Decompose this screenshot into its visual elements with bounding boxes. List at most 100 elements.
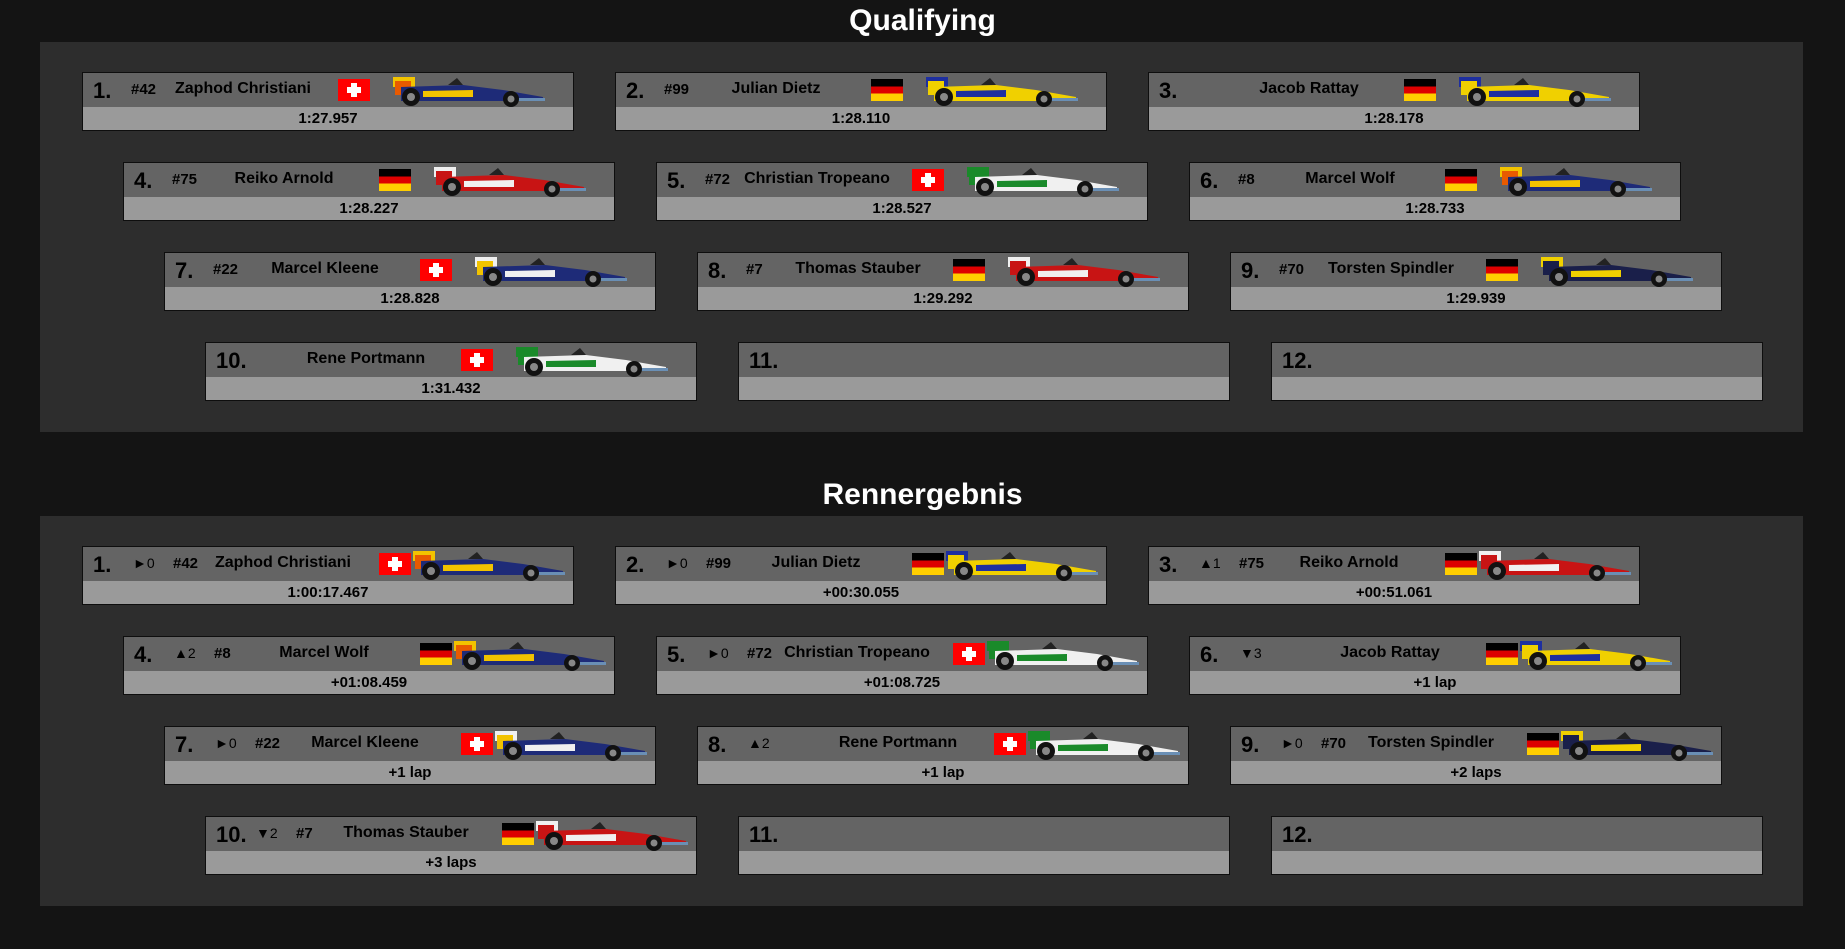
lap-time: +2 laps	[1231, 761, 1721, 784]
car-image	[1008, 253, 1163, 287]
card-header: 10.Rene Portmann	[206, 343, 696, 377]
car-number: #22	[213, 261, 239, 278]
race-car-image	[536, 821, 688, 851]
driver-name: Reiko Arnold	[1299, 554, 1399, 571]
card-header: 11.	[739, 343, 1229, 377]
swiss-flag-icon	[994, 733, 1026, 755]
car-image	[516, 343, 671, 377]
car-image	[1520, 637, 1675, 671]
race-car-image	[946, 551, 1098, 581]
position-number: 7.	[175, 732, 194, 757]
swiss-flag-icon	[338, 79, 370, 101]
position-number: 9.	[1241, 732, 1260, 757]
position-change: ▼3	[1240, 645, 1262, 661]
result-card[interactable]: 11.	[738, 816, 1230, 875]
driver-name: Zaphod Christiani	[175, 80, 311, 97]
result-card[interactable]: 12.	[1271, 816, 1763, 875]
position-number: 5.	[667, 642, 686, 667]
driver-name: Marcel Kleene	[271, 260, 379, 277]
car-number: #70	[1279, 261, 1305, 278]
swiss-flag-icon	[461, 733, 493, 755]
race-car-image	[1028, 731, 1180, 761]
lap-time: 1:00:17.467	[83, 581, 573, 604]
result-card[interactable]: 11.	[738, 342, 1230, 401]
position-number: 12.	[1282, 822, 1313, 847]
race-car-image	[516, 347, 668, 377]
car-image	[495, 727, 650, 761]
car-image	[536, 817, 691, 851]
car-number: #42	[131, 81, 157, 98]
driver-name: Torsten Spindler	[1368, 734, 1494, 751]
swiss-flag-icon	[912, 169, 944, 191]
lap-time: 1:28.527	[657, 197, 1147, 220]
driver-name: Marcel Kleene	[311, 734, 419, 751]
car-number: #72	[705, 171, 731, 188]
race-car-image	[1479, 551, 1631, 581]
car-number: #8	[1238, 171, 1255, 188]
lap-time: +01:08.725	[657, 671, 1147, 694]
card-header: 11.	[739, 817, 1229, 851]
driver-name: Torsten Spindler	[1328, 260, 1454, 277]
car-image	[454, 637, 609, 671]
car-number: #22	[255, 735, 281, 752]
driver-name: Reiko Arnold	[234, 170, 334, 187]
car-number: #8	[214, 645, 231, 662]
result-card[interactable]: 12.	[1271, 342, 1763, 401]
car-number: #7	[296, 825, 313, 842]
car-image	[475, 253, 630, 287]
lap-time: +1 lap	[1190, 671, 1680, 694]
position-number: 2.	[626, 78, 645, 103]
car-image	[967, 163, 1122, 197]
race-car-image	[1459, 77, 1611, 107]
position-number: 10.	[216, 348, 247, 373]
position-change: ►0	[215, 735, 237, 751]
position-number: 11.	[749, 822, 779, 847]
car-number: #42	[173, 555, 199, 572]
card-header: 9. #70 Torsten Spindler	[1231, 253, 1721, 287]
position-change: ▲2	[174, 645, 196, 661]
position-number: 7.	[175, 258, 194, 283]
race-car-image	[967, 167, 1119, 197]
lap-time: 1:28.733	[1190, 197, 1680, 220]
card-header: 7. #22 Marcel Kleene	[165, 253, 655, 287]
position-number: 1.	[93, 78, 112, 103]
german-flag-icon	[379, 169, 411, 191]
lap-time: 1:28.110	[616, 107, 1106, 130]
lap-time: 1:28.227	[124, 197, 614, 220]
car-number: #75	[172, 171, 198, 188]
german-flag-icon	[420, 643, 452, 665]
position-number: 8.	[708, 258, 727, 283]
position-number: 6.	[1200, 642, 1219, 667]
position-number: 9.	[1241, 258, 1260, 283]
position-number: 11.	[749, 348, 779, 373]
race-car-image	[1500, 167, 1652, 197]
card-header: 12.	[1272, 343, 1762, 377]
position-number: 5.	[667, 168, 686, 193]
